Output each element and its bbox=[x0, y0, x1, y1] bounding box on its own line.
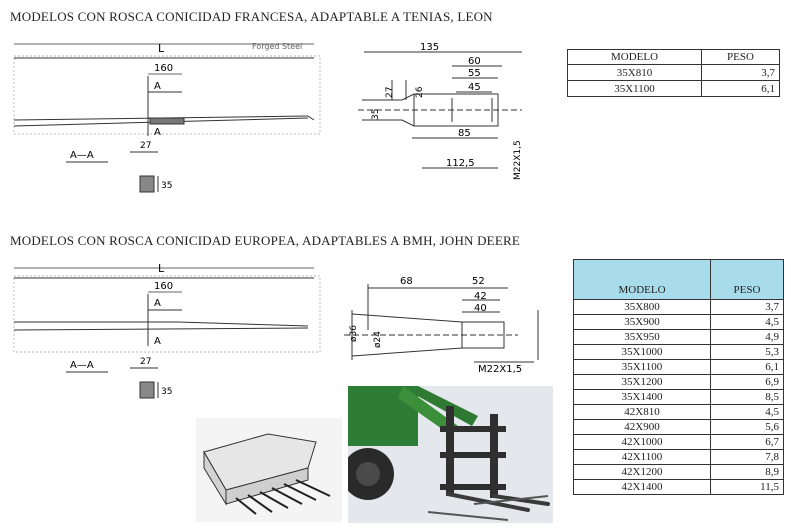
tine1-material-label: Forged Steel bbox=[252, 42, 302, 51]
tractor-drawing bbox=[348, 386, 553, 523]
table-header-row: MODELO PESO bbox=[567, 49, 780, 65]
cell-modelo: 35X900 bbox=[573, 314, 711, 330]
thread2-dim-36: ø36 bbox=[349, 325, 359, 342]
bucket-fork-drawing bbox=[203, 433, 331, 515]
thread2-label: M22X1,5 bbox=[478, 364, 522, 374]
thread1-dim-85: 85 bbox=[458, 128, 471, 139]
bucket-fork-image bbox=[196, 418, 342, 522]
tine-drawing-2: L 160 A A A—A 27 35 bbox=[13, 262, 321, 399]
cell-peso: 3,7 bbox=[710, 299, 784, 315]
cell-modelo: 35X1200 bbox=[573, 374, 711, 390]
cell-peso: 8,5 bbox=[710, 389, 784, 405]
cell-modelo: 35X810 bbox=[567, 64, 702, 81]
cell-modelo: 35X950 bbox=[573, 329, 711, 345]
tine2-section-a-bottom: A bbox=[154, 336, 161, 347]
peso-table-1: MODELO PESO 35X810 3,7 35X1100 6,1 bbox=[567, 49, 780, 97]
thread1-dim-60: 60 bbox=[468, 56, 481, 67]
cell-modelo: 42X1400 bbox=[573, 479, 711, 495]
cell-peso: 4,5 bbox=[710, 314, 784, 330]
thread2-dim-68: 68 bbox=[400, 276, 413, 287]
table-row: 35X1100 6,1 bbox=[567, 80, 780, 97]
cell-modelo: 35X1100 bbox=[567, 80, 702, 97]
col-modelo: MODELO bbox=[567, 49, 702, 65]
cell-peso: 8,9 bbox=[710, 464, 784, 480]
cell-peso: 5,3 bbox=[710, 344, 784, 360]
tine2-dim-160: 160 bbox=[154, 281, 173, 292]
thread1-dim-27: 27 bbox=[385, 87, 395, 98]
thread2-dim-24: ø24 bbox=[373, 331, 383, 348]
cell-modelo: 35X1000 bbox=[573, 344, 711, 360]
cell-peso: 6,1 bbox=[701, 80, 780, 97]
cell-peso: 11,5 bbox=[710, 479, 784, 495]
cell-peso: 3,7 bbox=[701, 64, 780, 81]
cell-modelo: 35X1400 bbox=[573, 389, 711, 405]
cell-peso: 4,9 bbox=[710, 329, 784, 345]
thread2-dim-40: 40 bbox=[474, 303, 487, 314]
thread1-dim-45: 45 bbox=[468, 82, 481, 93]
section2-dim-27: 27 bbox=[140, 357, 151, 367]
thread-drawing-1: 135 60 55 45 27 26 35 85 112,5 M22X1,5 bbox=[358, 42, 523, 180]
tine2-length-label: L bbox=[158, 262, 165, 275]
table-header-row: MODELO PESO bbox=[573, 259, 784, 300]
thread1-dim-26: 26 bbox=[415, 86, 425, 98]
section1-label: A—A bbox=[70, 150, 94, 161]
cell-peso: 7,8 bbox=[710, 449, 784, 465]
cell-modelo: 35X1100 bbox=[573, 359, 711, 375]
tine1-section-a-bottom: A bbox=[154, 127, 161, 138]
thread2-dim-42: 42 bbox=[474, 291, 487, 302]
cell-modelo: 35X800 bbox=[573, 299, 711, 315]
thread1-label: M22X1,5 bbox=[513, 140, 523, 180]
tine1-section-a-top: A bbox=[154, 81, 161, 92]
cell-modelo: 42X1000 bbox=[573, 434, 711, 450]
section1-dim-27: 27 bbox=[140, 141, 151, 151]
table-row: 35X810 3,7 bbox=[567, 64, 780, 81]
col-modelo: MODELO bbox=[573, 259, 711, 300]
cell-modelo: 42X900 bbox=[573, 419, 711, 435]
thread1-dim-135: 135 bbox=[420, 42, 439, 53]
section2-dim-35: 35 bbox=[161, 387, 172, 397]
thread1-dim-55: 55 bbox=[468, 68, 481, 79]
section1-dim-35: 35 bbox=[161, 181, 172, 191]
tractor-pallet-fork-image bbox=[348, 386, 553, 523]
tine-drawing-1: L 160 A A Forged Steel A—A 27 35 bbox=[13, 42, 321, 193]
col-peso: PESO bbox=[710, 259, 784, 300]
thread1-dim-35: 35 bbox=[371, 109, 381, 120]
section1-heading: MODELOS CON ROSCA CONICIDAD FRANCESA, AD… bbox=[10, 9, 493, 24]
cell-peso: 5,6 bbox=[710, 419, 784, 435]
cell-modelo: 42X810 bbox=[573, 404, 711, 420]
cell-modelo: 42X1200 bbox=[573, 464, 711, 480]
cell-peso: 6,1 bbox=[710, 359, 784, 375]
cell-modelo: 42X1100 bbox=[573, 449, 711, 465]
cell-peso: 6,7 bbox=[710, 434, 784, 450]
thread-drawing-2: 68 52 42 40 ø36 ø24 M22X1,5 bbox=[344, 276, 539, 374]
thread1-dim-112-5: 112,5 bbox=[446, 158, 475, 169]
section2-label: A—A bbox=[70, 360, 94, 371]
tine2-section-a-top: A bbox=[154, 298, 161, 309]
cell-peso: 6,9 bbox=[710, 374, 784, 390]
cell-peso: 4,5 bbox=[710, 404, 784, 420]
section2-heading: MODELOS CON ROSCA CONICIDAD EUROPEA, ADA… bbox=[10, 233, 520, 248]
tine1-dim-160: 160 bbox=[154, 63, 173, 74]
thread2-dim-52: 52 bbox=[472, 276, 485, 287]
col-peso: PESO bbox=[701, 49, 780, 65]
tine1-length-label: L bbox=[158, 42, 165, 55]
